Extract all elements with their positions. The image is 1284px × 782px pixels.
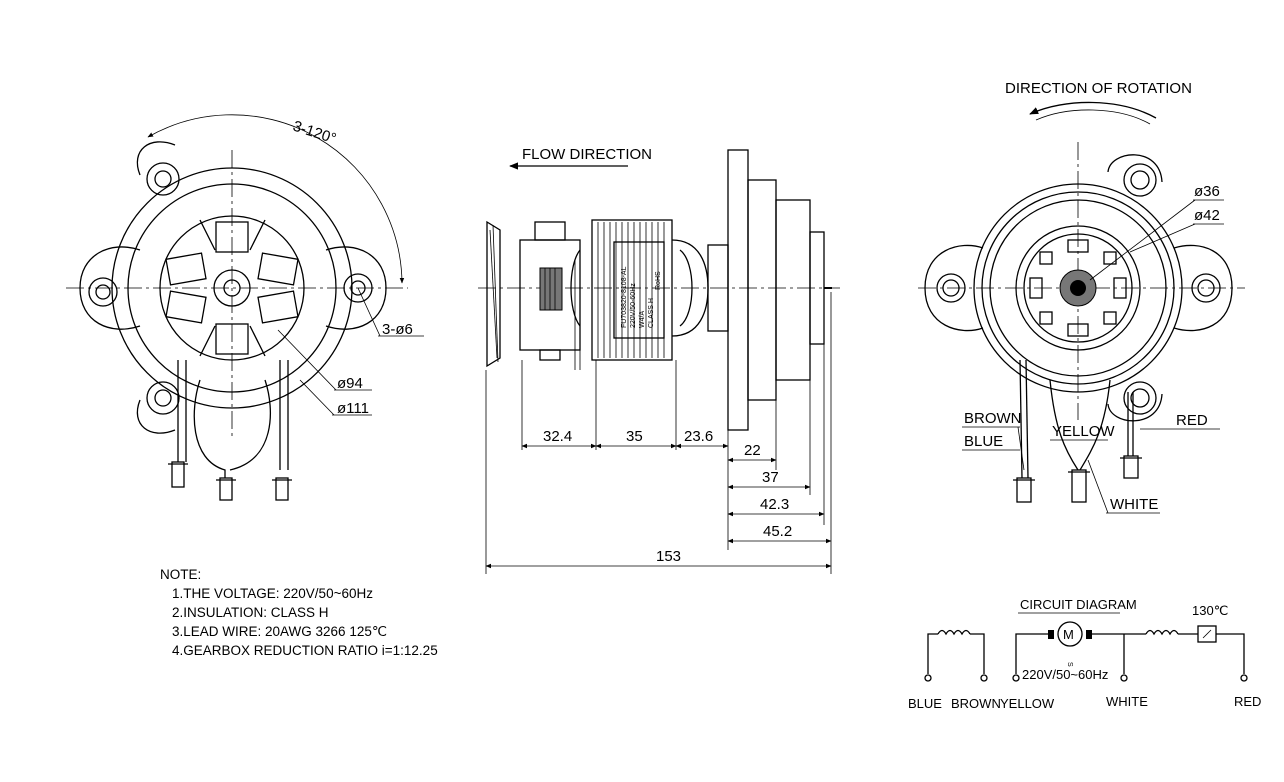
rear-hole-top [1123,163,1157,197]
dim-22: 22 [744,442,761,459]
wire-label-red: RED [1176,412,1208,429]
svg-text:S: S [1066,662,1073,667]
side-view: FLOW DIRECTION [478,146,840,574]
mount-hole-top [146,162,180,196]
nameplate-line-3: W4/A [639,311,646,328]
dim-32-4: 32.4 [543,428,572,445]
front-view: 3-120° [66,114,424,501]
rotation-label: DIRECTION OF ROTATION [1005,80,1192,97]
thermal-label: 130℃ [1192,603,1228,618]
voltage-label: 220V/50~60Hz [1022,667,1108,682]
rear-view: DIRECTION OF ROTATION [918,80,1245,514]
notes-block: NOTE: 1.THE VOLTAGE: 220V/50~60Hz 2.INSU… [160,567,438,658]
dim-153: 153 [656,548,681,565]
nameplate-line-1: FU703820-8108-AL [621,266,628,328]
rear-hole-left [936,273,966,303]
dim-37: 37 [762,469,779,486]
wire-label-brown: BROWN [964,410,1022,427]
note-2: 2.INSULATION: CLASS H [172,605,329,620]
note-4: 4.GEARBOX REDUCTION RATIO i=1:12.25 [172,643,438,658]
terminal-blue: BLUE [908,696,942,711]
flow-label: FLOW DIRECTION [522,146,652,163]
notes-title: NOTE: [160,567,201,582]
dim-42-3: 42.3 [760,496,789,513]
gear-detail [539,267,563,311]
dim-45-2: 45.2 [763,523,792,540]
hole-label: 3-ø6 [382,321,413,338]
shaft-hub [1029,239,1127,337]
terminal-white: WHITE [1106,694,1148,709]
nameplate-line-4: CLASS H [648,298,655,328]
nameplate-line-2: 220V/50-60Hz [630,283,637,328]
terminal-yellow: YELLOW [1000,696,1055,711]
rear-hole-right [1191,273,1221,303]
dia-outer: ø111 [337,400,369,417]
terminal-brown: BROWN [951,696,1001,711]
dia-large: ø42 [1194,207,1220,224]
dia-small: ø36 [1194,183,1220,200]
wire-label-yellow: YELLOW [1052,423,1115,440]
note-3: 3.LEAD WIRE: 20AWG 3266 125℃ [172,624,387,639]
nameplate-line-5: RoHS [655,271,662,290]
wire-label-white: WHITE [1110,496,1158,513]
circuit-title: CIRCUIT DIAGRAM [1020,597,1137,612]
angle-label: 3-120° [291,118,338,148]
mount-hole-bottom [146,381,180,415]
wire-label-blue: BLUE [964,433,1003,450]
mount-hole-left [88,277,118,307]
rear-hole-bottom [1123,381,1157,415]
note-1: 1.THE VOLTAGE: 220V/50~60Hz [172,586,373,601]
dim-23-6: 23.6 [684,428,713,445]
motor-symbol: M [1063,627,1074,642]
mount-hole-right [343,273,373,303]
circuit-diagram: CIRCUIT DIAGRAM M S 130℃ 220V/50~60Hz BL… [908,597,1261,711]
fan-impeller [159,215,305,361]
terminal-red: RED [1234,694,1261,709]
dia-inner: ø94 [337,375,363,392]
dim-35: 35 [626,428,643,445]
